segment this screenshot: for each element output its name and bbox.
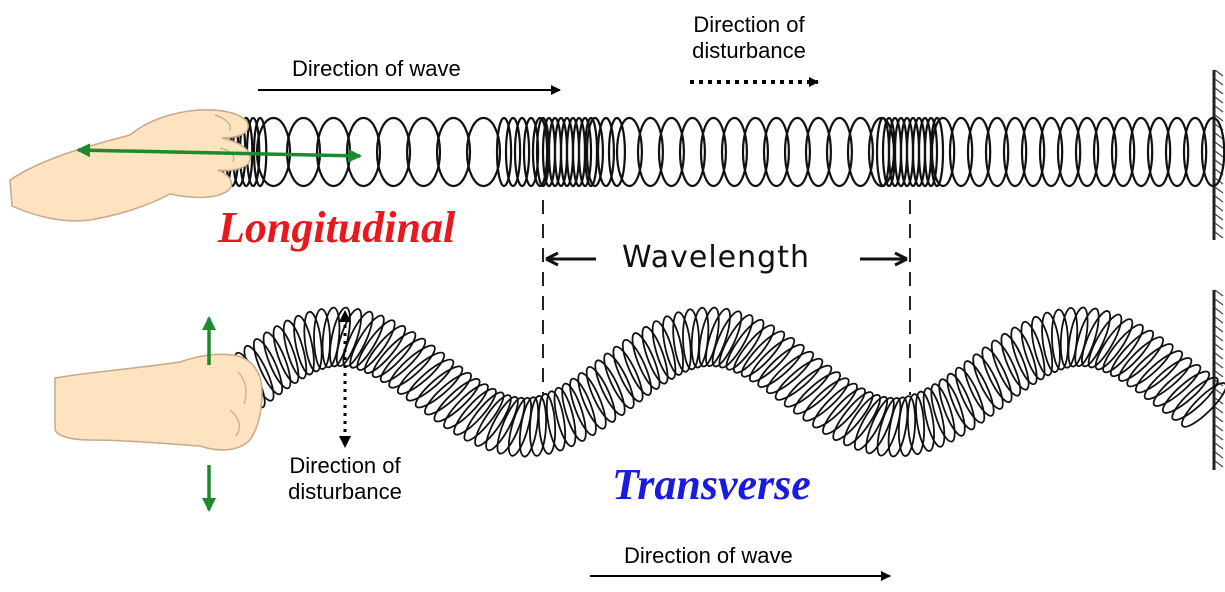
spring-coil	[771, 354, 827, 405]
spring-coil	[347, 118, 380, 186]
bottom-disturbance-direction-label: Direction of disturbance	[260, 453, 430, 505]
transverse-spring	[230, 306, 1225, 458]
longitudinal-title: Longitudinal	[218, 202, 455, 253]
spring-coil	[317, 118, 350, 186]
spring-coil	[287, 118, 320, 186]
spring-coil	[608, 343, 648, 404]
top-disturbance-line-2: disturbance	[664, 38, 834, 64]
spring-coil	[377, 118, 410, 186]
spring-coil	[411, 361, 467, 412]
spring-coil	[543, 390, 568, 452]
spring-coil	[492, 395, 529, 457]
spring-coil	[977, 344, 1017, 405]
top-disturbance-direction-label: Direction of disturbance	[664, 12, 834, 64]
spring-coil	[376, 334, 430, 387]
bottom-wave-direction-label: Direction of wave	[624, 543, 793, 569]
bottom-disturbance-line-1: Direction of	[260, 453, 430, 479]
spring-coil	[1149, 360, 1205, 411]
spring-coil	[590, 357, 630, 418]
hand-icon	[10, 110, 250, 221]
top-disturbance-line-1: Direction of	[664, 12, 834, 38]
transverse-title: Transverse	[612, 459, 811, 510]
spring-coil	[1039, 312, 1063, 374]
spring-coil	[437, 118, 470, 186]
spring-coil	[968, 351, 1008, 412]
spring-coil	[959, 358, 999, 419]
spring-coil	[407, 118, 440, 186]
spring-coil	[599, 350, 639, 411]
spring-coil	[1140, 353, 1196, 404]
hand-icon	[55, 354, 262, 450]
spring-coil	[670, 311, 693, 373]
bottom-disturbance-line-2: disturbance	[260, 479, 430, 505]
spring-coil	[302, 311, 325, 372]
spring-coil	[467, 118, 500, 186]
longitudinal-spring	[212, 118, 1224, 186]
spring-coil	[913, 390, 938, 452]
spring-coil	[257, 118, 290, 186]
wavelength-label: Wavelength	[622, 240, 810, 275]
top-wave-direction-label: Direction of wave	[292, 56, 461, 82]
spring-coil	[402, 354, 458, 405]
spring-coil	[780, 361, 836, 412]
